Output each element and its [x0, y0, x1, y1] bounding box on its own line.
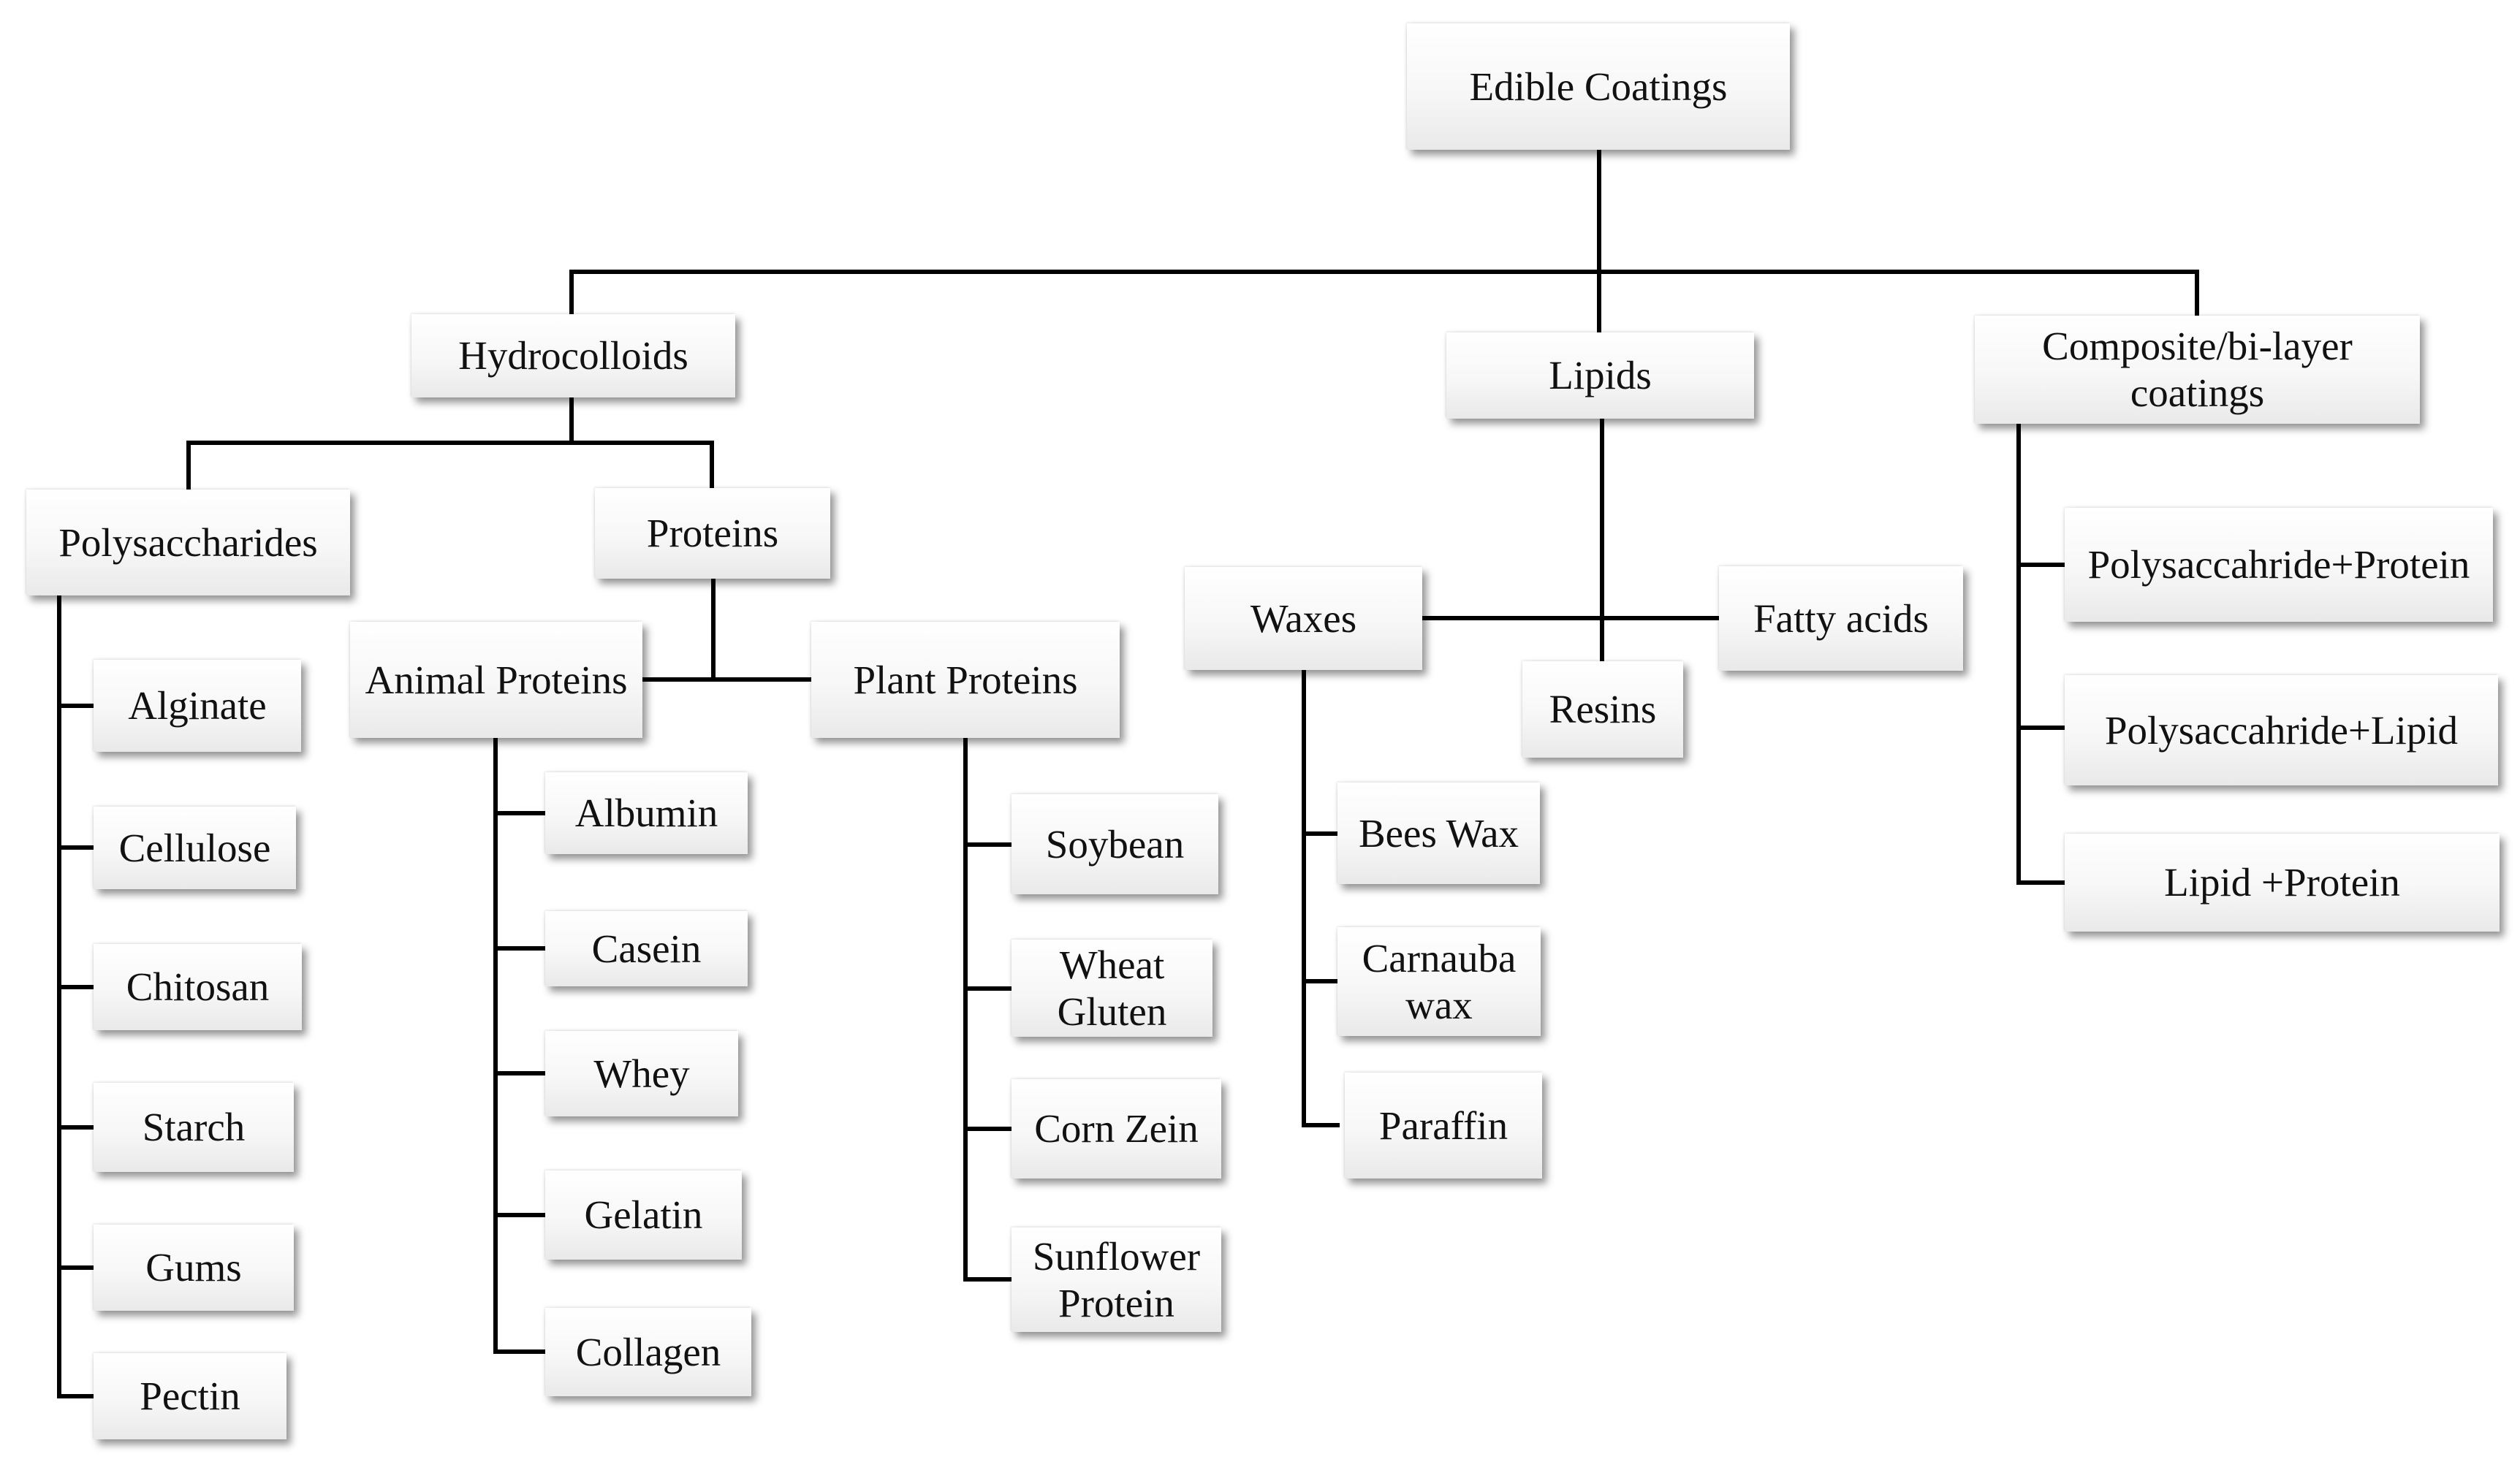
- node-casein: Casein: [545, 911, 748, 986]
- node-proteins: Proteins: [595, 488, 830, 579]
- node-bees-wax: Bees Wax: [1337, 783, 1540, 884]
- node-polysaccharide-lipid: Polysaccahride+Lipid: [2065, 675, 2498, 785]
- node-waxes: Waxes: [1185, 567, 1422, 670]
- node-alginate: Alginate: [94, 660, 301, 752]
- node-cellulose: Cellulose: [94, 807, 296, 889]
- node-plant-proteins: Plant Proteins: [811, 622, 1120, 738]
- node-resins: Resins: [1522, 661, 1683, 758]
- node-wheat-gluten: Wheat Gluten: [1012, 940, 1212, 1037]
- node-lipids: Lipids: [1446, 332, 1754, 419]
- node-pectin: Pectin: [94, 1353, 286, 1439]
- node-composite-coatings: Composite/bi-layer coatings: [1975, 316, 2420, 424]
- node-animal-proteins: Animal Proteins: [350, 622, 642, 738]
- node-polysaccharide-protein: Polysaccahride+Protein: [2065, 508, 2493, 622]
- node-chitosan: Chitosan: [94, 944, 302, 1030]
- node-hydrocolloids: Hydrocolloids: [411, 314, 735, 397]
- node-sunflower-protein: Sunflower Protein: [1012, 1227, 1221, 1332]
- node-fatty-acids: Fatty acids: [1719, 566, 1963, 671]
- node-albumin: Albumin: [545, 772, 748, 854]
- node-starch: Starch: [94, 1083, 294, 1172]
- node-collagen: Collagen: [545, 1308, 751, 1396]
- node-gums: Gums: [94, 1225, 294, 1311]
- node-paraffin: Paraffin: [1345, 1073, 1542, 1179]
- node-polysaccharides: Polysaccharides: [26, 490, 350, 595]
- node-lipid-protein: Lipid +Protein: [2065, 834, 2500, 932]
- node-whey: Whey: [545, 1031, 738, 1116]
- node-carnauba-wax: Carnauba wax: [1337, 927, 1541, 1036]
- node-edible-coatings: Edible Coatings: [1407, 23, 1790, 150]
- node-soybean: Soybean: [1012, 794, 1218, 894]
- node-corn-zein: Corn Zein: [1012, 1079, 1221, 1179]
- node-gelatin: Gelatin: [545, 1170, 742, 1260]
